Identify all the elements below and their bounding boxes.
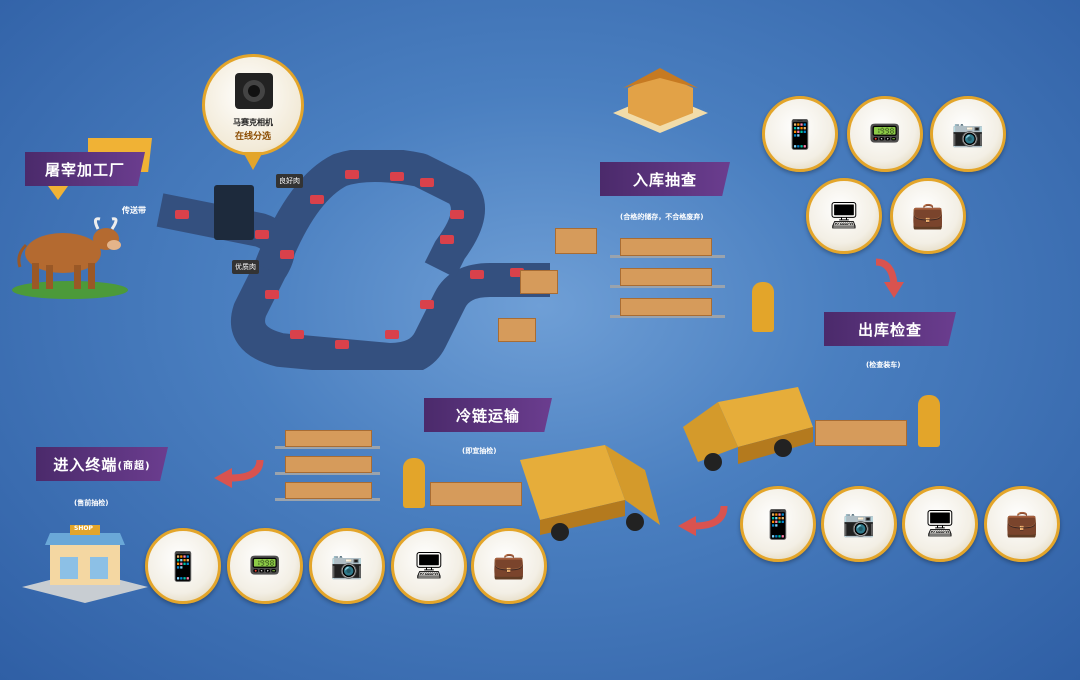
inbound-shelf bbox=[610, 315, 725, 318]
warehouse-icon bbox=[613, 68, 708, 133]
crate bbox=[520, 270, 558, 294]
flow-arrow-left bbox=[214, 459, 264, 488]
device-display-unit: 🖥 bbox=[806, 178, 882, 254]
device-portable-case: 💼 bbox=[984, 486, 1060, 562]
truck-outbound bbox=[683, 387, 813, 471]
terminal-note: (售前抽检) bbox=[74, 499, 109, 507]
sorting-machine bbox=[214, 185, 254, 240]
shop-illustration bbox=[22, 525, 148, 603]
camera-icon bbox=[235, 73, 273, 109]
coldchain-note: (即宜抽检) bbox=[462, 447, 497, 455]
crate bbox=[430, 482, 522, 506]
device-portable-case: 💼 bbox=[890, 178, 966, 254]
conveyor-belt-label: 传送带 bbox=[122, 206, 146, 215]
crate bbox=[498, 318, 536, 342]
inbound-label: 入库抽查 bbox=[632, 170, 697, 189]
slaughter-label: 屠宰加工厂 bbox=[44, 160, 125, 179]
coldchain-banner: 冷链运输 bbox=[424, 398, 552, 432]
transit-shelf bbox=[275, 472, 380, 475]
crate bbox=[620, 268, 712, 286]
cow-illustration bbox=[12, 217, 128, 299]
device-handheld-scanner: 📱 bbox=[762, 96, 838, 172]
flow-arrow-left bbox=[678, 505, 728, 536]
device-tablet-reader: 📟 bbox=[227, 528, 303, 604]
device-portable-case: 💼 bbox=[471, 528, 547, 604]
terminal-label: 进入终端 bbox=[53, 455, 118, 474]
inbound-banner: 入库抽查 bbox=[600, 162, 730, 196]
camera-sub: 在线分选 bbox=[234, 132, 271, 142]
crate bbox=[555, 228, 597, 254]
slaughter-banner: 屠宰加工厂 bbox=[25, 152, 145, 186]
transit-shelf bbox=[275, 498, 380, 501]
outbound-note: (检查装车) bbox=[866, 361, 901, 369]
camera-bubble-pointer bbox=[243, 152, 263, 170]
good-meat-sign: 良好肉 bbox=[276, 174, 303, 188]
device-display-unit: 🖥 bbox=[902, 486, 978, 562]
conveyor-belt bbox=[156, 150, 550, 370]
device-portable-camera: 📷 bbox=[309, 528, 385, 604]
device-tablet-reader: 📟 bbox=[847, 96, 923, 172]
camera-bubble: 马赛克相机 在线分选 bbox=[202, 54, 304, 156]
device-portable-camera: 📷 bbox=[821, 486, 897, 562]
outbound-label: 出库检查 bbox=[857, 320, 922, 339]
inbound-note: (合格的储存，不合格废弃) bbox=[620, 213, 704, 221]
terminal-suffix: (商超) bbox=[117, 460, 151, 472]
terminal-banner: 进入终端(商超) bbox=[36, 447, 168, 481]
crate bbox=[620, 238, 712, 256]
outbound-banner: 出库检查 bbox=[824, 312, 956, 346]
device-handheld-scanner: 📱 bbox=[145, 528, 221, 604]
flow-arrow-down bbox=[875, 258, 904, 298]
crate bbox=[285, 456, 372, 473]
device-handheld-scanner: 📱 bbox=[740, 486, 816, 562]
shop-sign: SHOP bbox=[74, 525, 93, 532]
inbound-shelf bbox=[610, 255, 725, 258]
worker-figure bbox=[403, 458, 425, 508]
coldchain-label: 冷链运输 bbox=[455, 406, 520, 425]
worker-figure bbox=[752, 282, 774, 332]
inbound-shelf bbox=[610, 285, 725, 288]
worker-figure bbox=[918, 395, 940, 447]
excellent-meat-sign: 优质肉 bbox=[232, 260, 259, 274]
transit-shelf bbox=[275, 446, 380, 449]
crate bbox=[620, 298, 712, 316]
truck-coldchain bbox=[520, 445, 660, 541]
crate bbox=[285, 482, 372, 499]
crate bbox=[285, 430, 372, 447]
crate bbox=[815, 420, 907, 446]
device-display-unit: 🖥 bbox=[391, 528, 467, 604]
camera-name: 马赛克相机 bbox=[233, 118, 273, 127]
slaughter-banner-tip bbox=[48, 186, 68, 200]
device-portable-camera: 📷 bbox=[930, 96, 1006, 172]
